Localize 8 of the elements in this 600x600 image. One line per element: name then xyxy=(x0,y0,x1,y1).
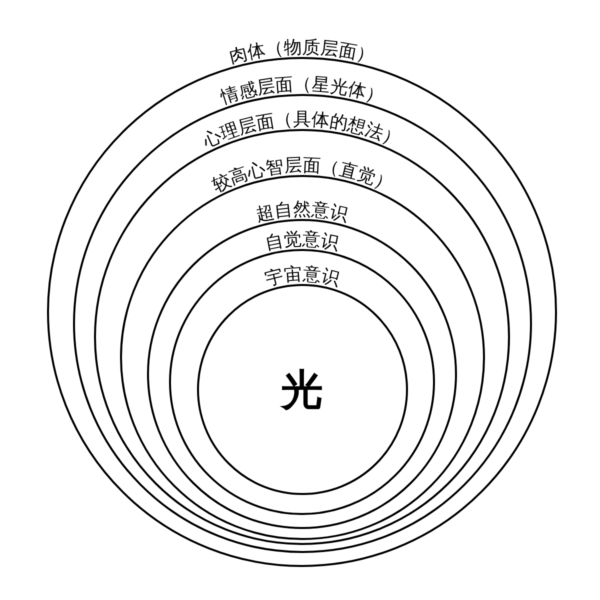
center-label: 光 xyxy=(281,368,323,410)
layer-label: 较高心智层面（直觉） xyxy=(208,154,396,197)
layer-label: 自觉意识 xyxy=(263,228,341,254)
layer-label: 宇宙意识 xyxy=(262,264,342,290)
layer-label: 心理层面（具体的想法） xyxy=(200,109,404,152)
layer-label: 超自然意识 xyxy=(254,199,350,226)
layer-label: 情感层面（星光体） xyxy=(218,74,386,108)
layer-label: 肉体（物质层面） xyxy=(227,36,377,68)
